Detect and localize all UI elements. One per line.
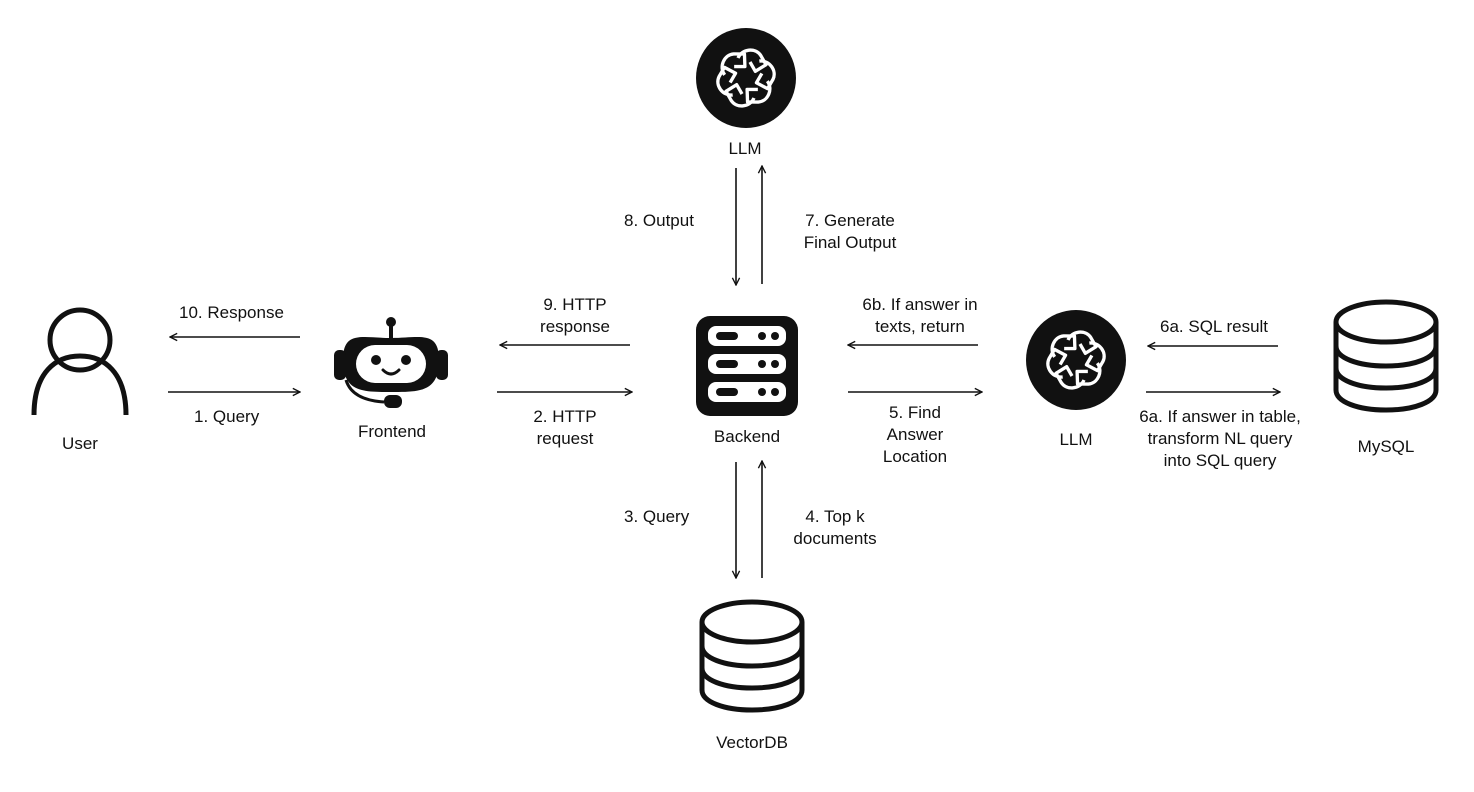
openai-logo-icon <box>696 28 796 128</box>
database-icon <box>1333 299 1439 413</box>
frontend-label: Frontend <box>357 422 427 441</box>
robot-icon <box>334 317 448 408</box>
edge-label-7: 7. Generate Final Output <box>803 211 897 252</box>
edge-label-3: 3. Query <box>624 507 690 526</box>
edge-label-1: 1. Query <box>194 407 260 426</box>
llm-right-label: LLM <box>1059 430 1093 449</box>
edge-label-6a-query: 6a. If answer in table, transform NL que… <box>1139 407 1301 470</box>
edge-label-5: 5. Find Answer Location <box>882 403 948 466</box>
edge-label-6b: 6b. If answer in texts, return <box>862 295 978 336</box>
llm-top-label: LLM <box>728 139 762 158</box>
vectordb-label: VectorDB <box>716 733 788 752</box>
edge-label-2: 2. HTTP request <box>533 407 597 448</box>
database-icon <box>699 599 805 713</box>
edge-label-10: 10. Response <box>179 303 284 322</box>
backend-label: Backend <box>713 427 781 446</box>
edge-label-8: 8. Output <box>624 211 694 230</box>
server-icon <box>696 316 798 416</box>
user-label: User <box>62 434 98 453</box>
user-icon <box>31 307 129 416</box>
edge-label-6a-result: 6a. SQL result <box>1160 317 1269 336</box>
openai-logo-icon <box>1026 310 1126 410</box>
mysql-label: MySQL <box>1357 437 1415 456</box>
edge-label-4: 4. Top k documents <box>793 507 877 548</box>
edge-label-9: 9. HTTP response <box>540 295 610 336</box>
